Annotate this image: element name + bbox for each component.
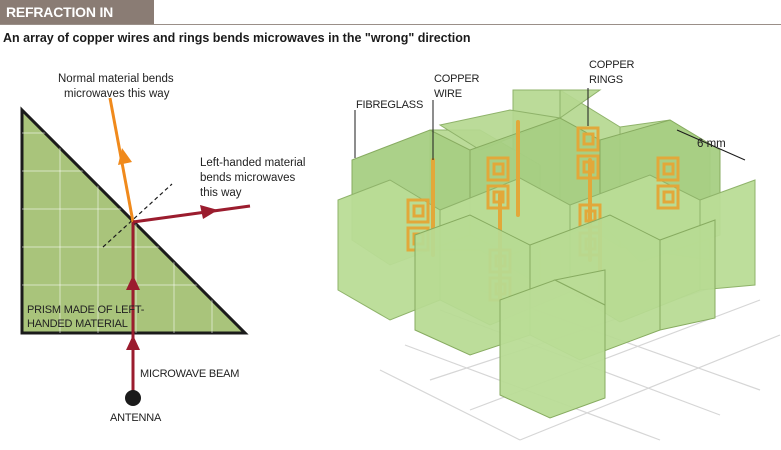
beam-arrow-upper — [126, 275, 140, 290]
copper-ring — [576, 154, 600, 180]
copper-ring — [406, 198, 430, 224]
prism-label-1: PRISM MADE OF LEFT- — [27, 304, 145, 316]
copper-ring — [662, 162, 675, 176]
copper-ring — [492, 190, 505, 204]
fibreglass-panel — [499, 279, 606, 419]
lefthanded-material-label-1: Left-handed material — [200, 157, 305, 169]
title-divider — [0, 24, 781, 25]
copper-ring — [486, 184, 510, 210]
copper-ring — [492, 162, 505, 176]
copper-wire-label-2: WIRE — [434, 88, 462, 100]
prism-diagram: Normal material bends microwaves this wa… — [20, 73, 305, 424]
graphic-title: REFRACTION IN REVERSE — [0, 0, 154, 44]
prism-label-2: HANDED MATERIAL — [27, 318, 128, 330]
copper-ring — [582, 132, 595, 146]
copper-rings-label-1: COPPER — [589, 59, 635, 71]
spacing-dimension-line — [676, 129, 746, 161]
lefthanded-refraction-line — [132, 204, 251, 224]
metamaterial-lattice: FIBREGLASS COPPER WIRE COPPER RINGS 6 mm — [337, 59, 781, 441]
normal-material-label-1: Normal material bends — [58, 73, 174, 85]
normal-dashed-line — [102, 183, 173, 248]
beam-arrow-lower — [126, 335, 140, 350]
copper-ring — [656, 184, 680, 210]
copper-ring — [412, 204, 425, 218]
microwave-beam-label: MICROWAVE BEAM — [140, 368, 239, 380]
copper-ring — [576, 126, 600, 152]
normal-refraction-arrow — [118, 148, 132, 165]
copper-ring — [584, 209, 597, 223]
lefthanded-material-label-3: this way — [200, 187, 242, 199]
graphic-subtitle: An array of copper wires and rings bends… — [3, 31, 471, 45]
lefthanded-material-label-2: bends microwaves — [200, 172, 295, 184]
copper-rings-label-2: RINGS — [589, 74, 623, 86]
spacing-label: 6 mm — [697, 138, 726, 150]
copper-ring — [486, 156, 510, 182]
fibreglass-panel — [553, 269, 606, 306]
lefthanded-refraction-arrow — [200, 205, 218, 219]
copper-ring — [662, 190, 675, 204]
copper-wire-label-1: COPPER — [434, 73, 480, 85]
fibreglass-panel — [659, 219, 716, 331]
normal-material-label-2: microwaves this way — [64, 88, 170, 100]
antenna-dot — [125, 390, 141, 406]
antenna-label: ANTENNA — [110, 412, 162, 424]
copper-ring — [582, 160, 595, 174]
copper-ring — [656, 156, 680, 182]
fibreglass-label: FIBREGLASS — [356, 99, 423, 111]
